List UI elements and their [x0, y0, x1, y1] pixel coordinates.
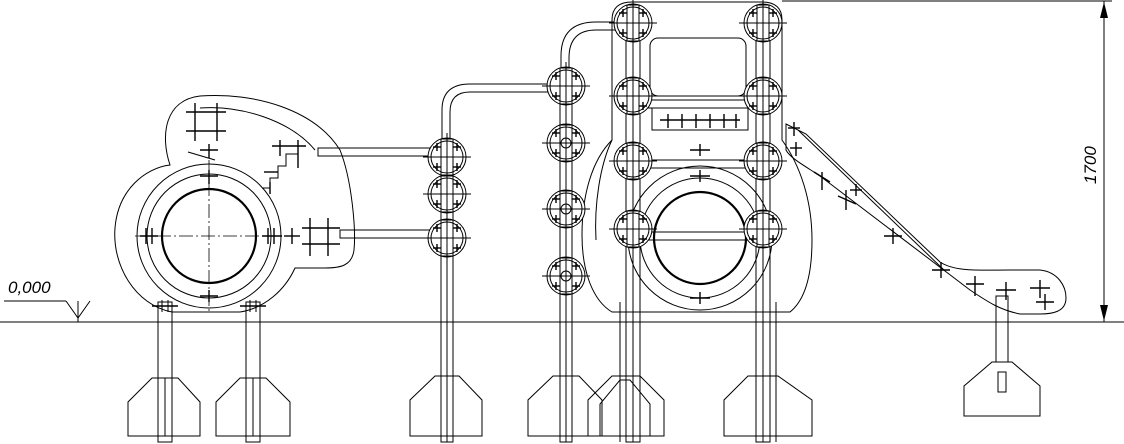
pipe-clamp — [542, 185, 590, 233]
pipe-clamp — [542, 62, 590, 110]
pipe-clamp — [542, 119, 590, 167]
pipe-clamp — [423, 170, 471, 218]
pipe-clamp — [609, 72, 657, 120]
pipe-clamp — [609, 137, 657, 185]
bolt-hole — [560, 270, 572, 282]
pipe-clamp — [609, 0, 657, 47]
pipe-clamp — [542, 252, 590, 300]
pipe-clamp — [739, 0, 787, 47]
slide — [785, 122, 1067, 417]
pipe-clamp — [739, 205, 787, 253]
right-panel — [581, 1, 813, 313]
left-legs — [127, 300, 291, 443]
post-a — [409, 83, 556, 443]
height-dimension: 1700 — [782, 0, 1112, 323]
level-mark: 0,000 — [4, 278, 91, 322]
pipe-clamp — [739, 137, 787, 185]
bolt-hole — [560, 137, 572, 149]
height-dimension-label: 1700 — [1081, 146, 1100, 184]
left-rails — [317, 147, 437, 239]
pipe-clamp — [609, 205, 657, 253]
left-panel — [114, 94, 355, 313]
clamp-group — [423, 0, 787, 300]
level-mark-label: 0,000 — [8, 278, 51, 297]
pipe-clamp — [739, 72, 787, 120]
bolt-hole — [560, 203, 572, 215]
pipe-clamp — [423, 214, 471, 262]
